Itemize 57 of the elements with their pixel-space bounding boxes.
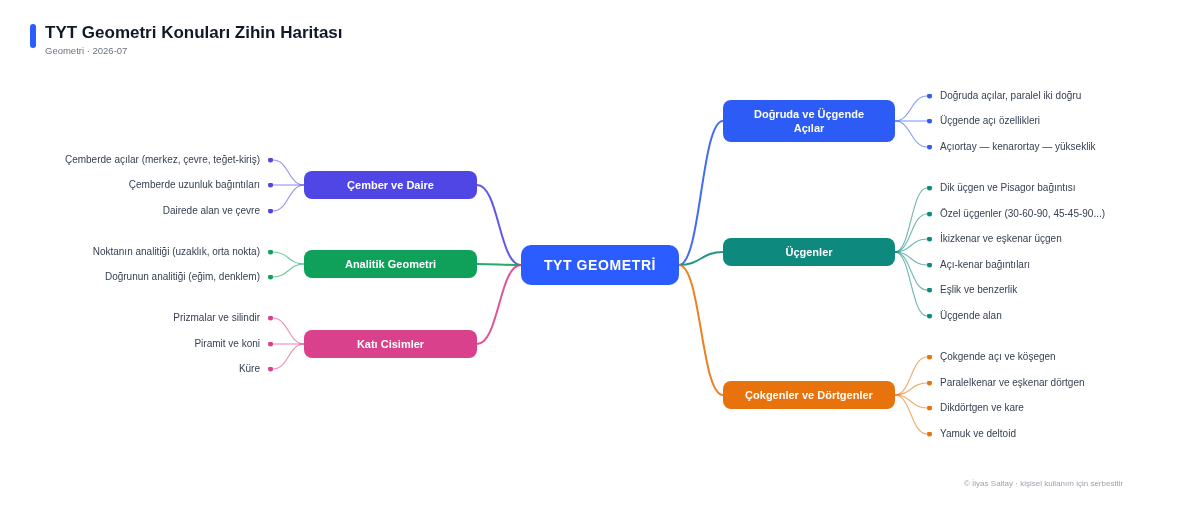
connector xyxy=(268,341,305,347)
topic-box xyxy=(304,171,477,199)
subtopic-label: Özel üçgenler (30-60-90, 45-45-90...) xyxy=(927,206,1106,222)
topic-label: Çember ve Daire xyxy=(347,177,434,193)
topic-label: Üçgenler xyxy=(785,244,833,260)
connector xyxy=(268,184,305,214)
connector xyxy=(268,249,305,265)
subtopic-label: Dairede alan ve çevre xyxy=(162,203,273,219)
subtopic-label: Açı-kenar bağıntıları xyxy=(927,257,1031,273)
subtopic-label: Açıortay — kenarortay — yükseklik xyxy=(927,139,1096,155)
topic-label: Çokgenler ve Dörtgenler xyxy=(745,387,873,403)
connector xyxy=(894,120,932,150)
topic-label: Katı Cisimler xyxy=(356,336,425,352)
subtopic-label: Noktanın analitiği (uzaklık, orta nokta) xyxy=(92,244,273,260)
subtopic-label: Çemberde uzunluk bağıntıları xyxy=(128,177,273,193)
subtopic-label: Çokgende açı ve köşegen xyxy=(927,349,1056,365)
branch-connector xyxy=(678,120,724,266)
topic-box xyxy=(723,381,895,409)
subtopic-label: Doğrunun analitiği (eğim, denklem) xyxy=(104,269,273,285)
copyright-note: © İlyas Saltay · kişisel kullanım için serbesttir xyxy=(964,479,1124,488)
subtopic-label: Üçgende açı özellikleri xyxy=(927,113,1041,129)
central-topic-box xyxy=(521,245,679,285)
connector xyxy=(268,182,305,188)
subtopic-label: Dik üçgen ve Pisagor bağıntısı xyxy=(927,180,1076,196)
subtopic-label: Çemberde açılar (merkez, çevre, teğet-kiriş) xyxy=(64,152,273,168)
subtopic-label: Doğruda açılar, paralel iki doğru xyxy=(927,88,1082,104)
connector xyxy=(894,118,932,124)
topic-label: Doğruda ve Üçgende Açılar xyxy=(753,106,865,136)
subtopic-label: İkizkenar ve eşkenar üçgen xyxy=(927,231,1062,247)
subtopic-label: Eşlik ve benzerlik xyxy=(927,282,1018,298)
subtopic-label: Dikdörtgen ve kare xyxy=(927,400,1024,416)
connector xyxy=(268,343,305,372)
topic-box xyxy=(304,330,477,358)
subtopic-label: Yamuk ve deltoid xyxy=(927,426,1016,442)
branch-connector xyxy=(678,251,724,266)
diagram-title: TYT Geometri Konuları Zihin Haritası xyxy=(45,23,343,43)
branch-connector xyxy=(476,264,522,345)
subtitle: Geometri · 2026-07 xyxy=(45,45,128,56)
connector xyxy=(894,380,932,396)
central-topic-label: TYT GEOMETRİ xyxy=(543,255,657,275)
topic-label: Analitik Geometri xyxy=(344,256,437,272)
subtopic-label: Paralelkenar ve eşkenar dörtgen xyxy=(927,375,1085,391)
connector xyxy=(894,394,932,411)
subtopic-label: Üçgende alan xyxy=(927,308,1002,324)
branch-connector xyxy=(678,264,724,396)
branch-connector xyxy=(476,184,522,266)
topic-box xyxy=(723,100,895,142)
subtopic-label: Piramit ve koni xyxy=(194,336,273,352)
subtopic-label: Küre xyxy=(238,361,273,377)
subtopic-label: Prizmalar ve silindir xyxy=(173,310,273,326)
connector xyxy=(894,394,932,437)
connector xyxy=(894,236,932,253)
topic-box xyxy=(723,238,895,266)
connector xyxy=(268,263,305,280)
connector xyxy=(894,251,932,293)
connector xyxy=(894,251,932,320)
topic-box xyxy=(304,250,477,278)
